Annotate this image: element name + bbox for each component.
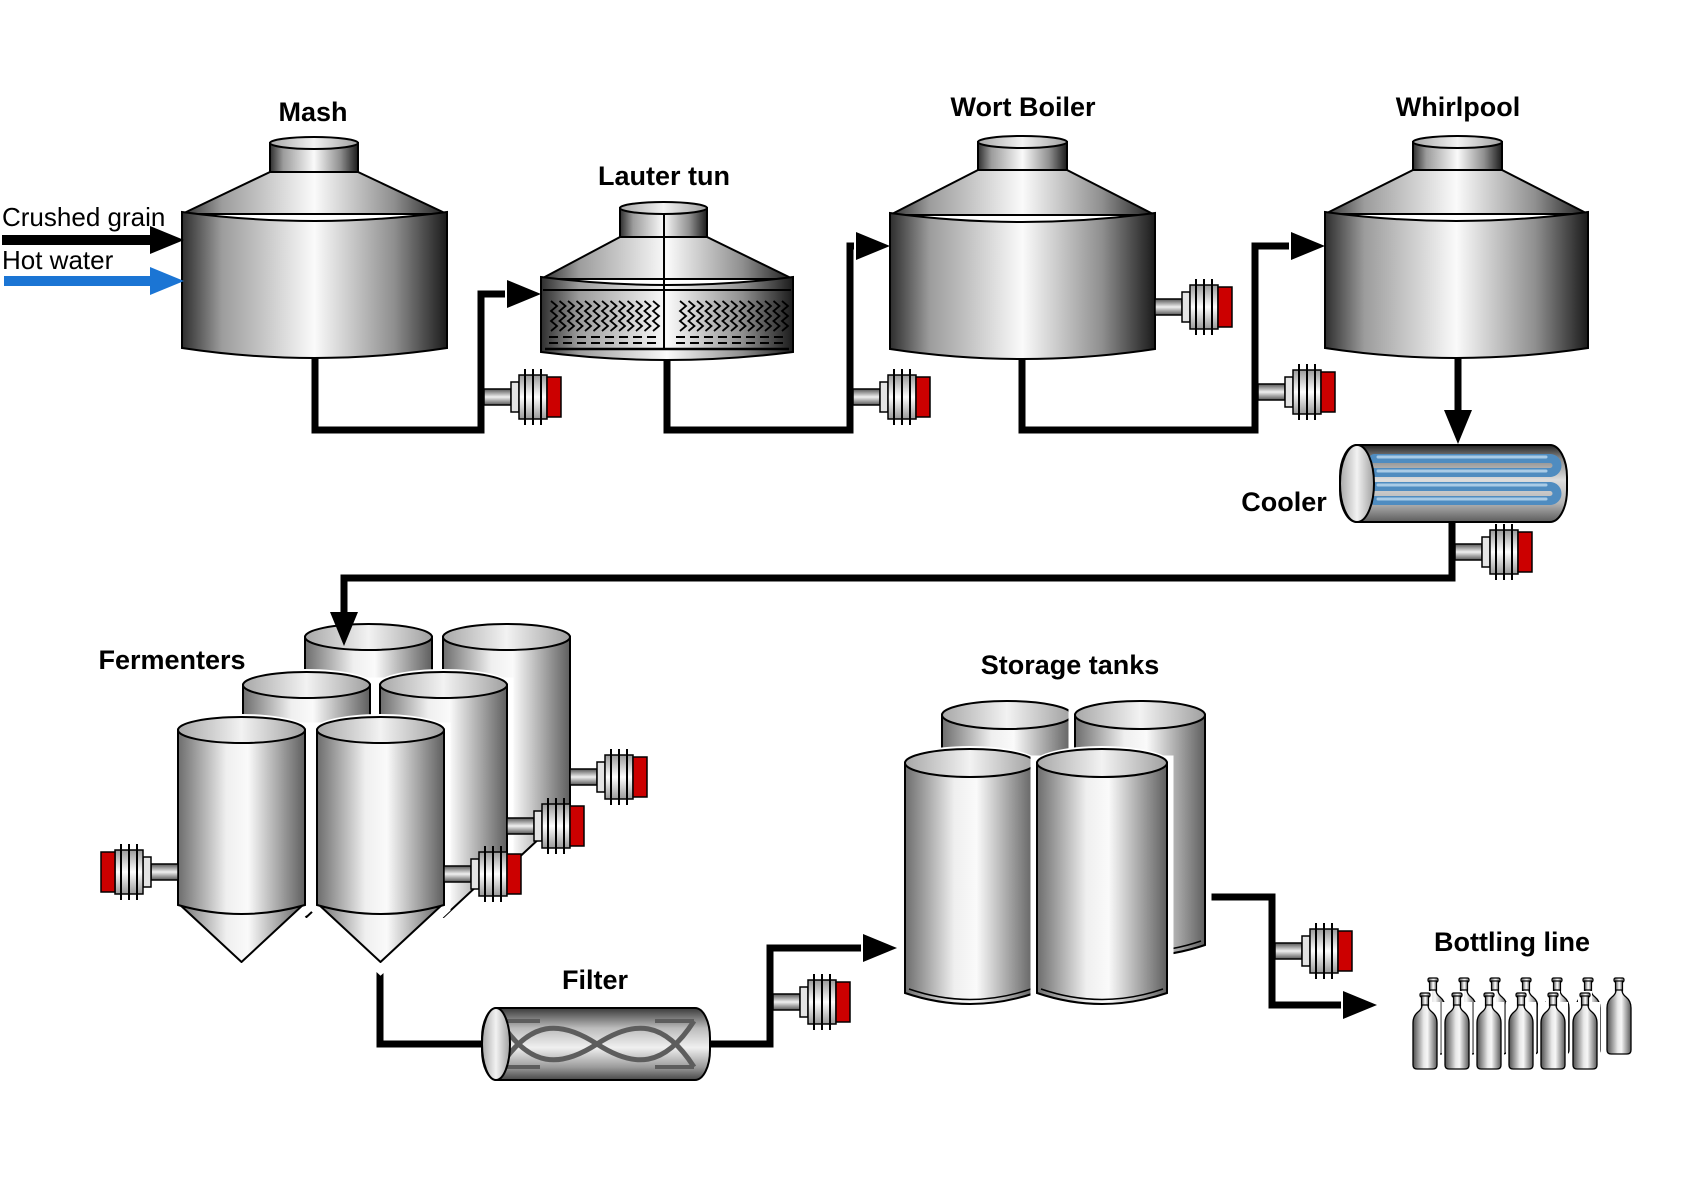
vessel-mash <box>181 136 448 359</box>
storage-tank-group <box>902 698 1208 1009</box>
fermenter-tank <box>314 714 448 971</box>
pipe-storage-to-bottling <box>1203 893 1341 1009</box>
pipe-filter-to-storage <box>708 944 861 1048</box>
pump <box>1454 523 1533 581</box>
pump <box>1274 922 1353 980</box>
pipe-cooler-to-fermenters <box>340 522 1456 612</box>
boiler-cone <box>889 169 1156 216</box>
fermenter-tank <box>175 714 309 971</box>
filter-unit <box>481 1007 711 1081</box>
label-lauter-tun: Lauter tun <box>598 161 730 191</box>
cooler-unit <box>1339 444 1568 523</box>
arrowhead-into-cooler <box>1444 410 1472 444</box>
bottle <box>1569 990 1601 1072</box>
cooler-end-cap <box>1339 444 1375 523</box>
arrowhead-into-lauter <box>507 280 541 308</box>
lauter-cap-top <box>619 201 708 215</box>
label-whirlpool: Whirlpool <box>1396 92 1520 122</box>
process-pipes <box>311 242 1462 1048</box>
arrowhead-into-boiler <box>856 232 890 260</box>
mash-body <box>181 210 448 359</box>
pump <box>1257 363 1336 421</box>
label-wort-boiler: Wort Boiler <box>950 92 1095 122</box>
flow-arrowheads <box>330 232 1472 1019</box>
bottling-line-bottles <box>1409 975 1635 1072</box>
storage-tank <box>1034 746 1170 1009</box>
label-fermenters: Fermenters <box>98 645 245 675</box>
storage-tank <box>902 746 1038 1009</box>
vessel-wort-boiler <box>889 135 1156 360</box>
label-storage-tanks: Storage tanks <box>981 650 1160 680</box>
hot-water-arrowhead <box>150 267 184 295</box>
pump <box>852 368 931 426</box>
mash-cone <box>181 171 448 215</box>
arrowhead-into-whirlpool <box>1291 232 1325 260</box>
bottle <box>1409 990 1441 1072</box>
bottle <box>1473 990 1505 1072</box>
bottle <box>1441 990 1473 1072</box>
lauter-body <box>540 275 794 361</box>
crushed-grain-arrowhead <box>150 226 184 254</box>
pipe-mash-to-lauter <box>311 290 505 434</box>
label-mash: Mash <box>278 97 347 127</box>
arrowhead-into-fermenter <box>330 612 358 646</box>
label-hot-water: Hot water <box>2 245 114 275</box>
vessel-whirlpool <box>1324 135 1589 359</box>
pipe-lauter-to-boiler <box>663 242 854 434</box>
pump <box>1154 278 1233 336</box>
vessel-lauter-tun <box>540 201 794 361</box>
label-filter: Filter <box>562 965 629 995</box>
filter-end-cap <box>481 1007 511 1081</box>
whirlpool-cap-top <box>1412 135 1503 149</box>
mash-cap-top <box>269 136 359 150</box>
whirlpool-cone <box>1324 169 1589 215</box>
filter-screen <box>497 1019 697 1069</box>
pump <box>100 843 179 901</box>
lauter-cone <box>540 236 794 280</box>
bottle <box>1603 975 1635 1057</box>
label-bottling-line: Bottling line <box>1434 927 1590 957</box>
boiler-body <box>889 211 1156 360</box>
bottle <box>1537 990 1569 1072</box>
pump <box>483 368 562 426</box>
bottle <box>1505 990 1537 1072</box>
arrowhead-into-bottling <box>1343 991 1377 1019</box>
boiler-cap-top <box>977 135 1068 149</box>
lauter-screen-zigzags <box>543 214 791 351</box>
diagram-labels: Mash Lauter tun Wort Boiler Whirlpool Co… <box>2 92 1590 995</box>
arrowhead-into-storage <box>863 934 897 962</box>
whirlpool-body <box>1324 210 1589 359</box>
input-arrows <box>2 226 184 295</box>
label-crushed-grain: Crushed grain <box>2 202 165 232</box>
pipe-boiler-to-whirlpool <box>1018 242 1289 434</box>
pump <box>569 748 648 806</box>
label-cooler: Cooler <box>1241 487 1327 517</box>
pump <box>772 973 851 1031</box>
pipe-fermenter-to-filter <box>376 961 484 1048</box>
